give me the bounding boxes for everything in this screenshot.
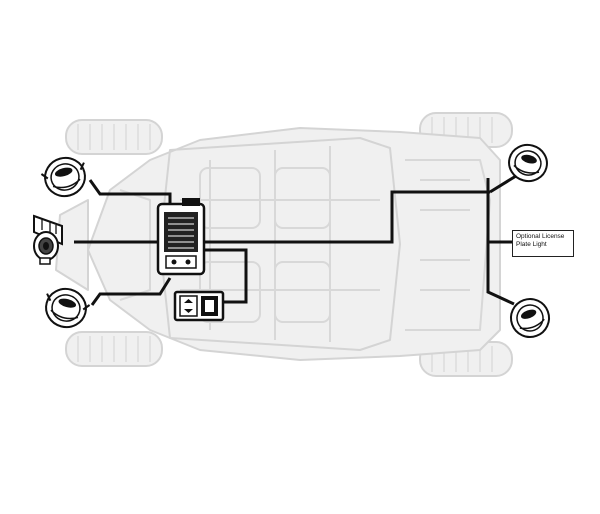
controller-module-icon (156, 198, 206, 276)
wiring-harness (74, 174, 517, 306)
switch-panel-icon (173, 290, 225, 322)
wire-rear-right-top (489, 174, 517, 194)
rear-left-light-icon (45, 287, 91, 329)
callout-line-1: Optional License (516, 233, 565, 240)
front-right-light-icon (508, 143, 548, 183)
roll-cage (159, 137, 401, 351)
vehicle-silhouette (55, 112, 513, 377)
wire-main-trunk (204, 190, 490, 244)
front-left-light-icon (40, 156, 86, 198)
license-plate-callout-box: Optional License Plate Light (512, 230, 574, 257)
wire-front-left (88, 179, 172, 208)
wire-switch-panel (204, 248, 248, 304)
callout-line-2: Plate Light (516, 241, 547, 248)
vehicle-nose (55, 199, 89, 291)
wire-rear-trunk (486, 178, 515, 306)
rear-right-light-icon (510, 298, 550, 338)
wire-front-right (90, 277, 172, 306)
horn-icon (33, 214, 63, 265)
